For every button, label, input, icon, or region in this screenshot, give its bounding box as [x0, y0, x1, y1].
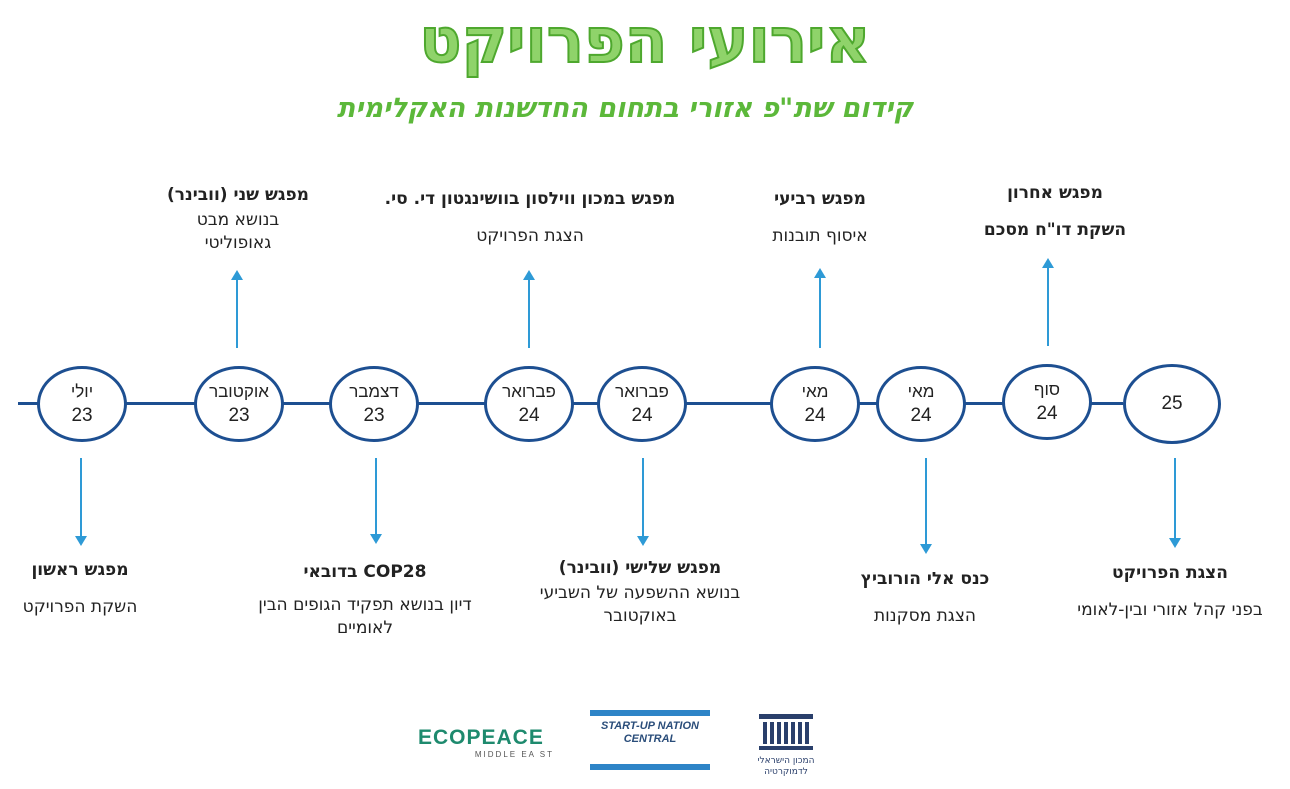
event-description: הצגת הפרויקט	[476, 226, 584, 246]
event-heading: מפגש במכון ווילסון בוושינגטון די. סי.	[384, 189, 676, 209]
node-year: 24	[804, 405, 826, 426]
timeline-node-oct-23: אוקטובר 23	[194, 366, 284, 442]
arrow-up-icon	[231, 270, 243, 348]
logo-band	[590, 710, 710, 716]
arrow-down-icon	[1169, 458, 1181, 548]
event-heading: מפגש אחרון	[1007, 183, 1103, 203]
event-heading: COP28 בדובאי	[303, 562, 427, 582]
event-description: השקת דו"ח מסכם	[983, 220, 1127, 240]
event-label-eli-horowitz-conference: כנס אלי הורוביץ הצגת מסקנות	[830, 568, 1020, 628]
timeline-node-25: 25	[1123, 364, 1221, 444]
logo-band	[590, 764, 710, 770]
node-year: 23	[228, 405, 250, 426]
building-icon	[759, 714, 813, 750]
page-subtitle: קידום שת"פ אזורי בתחום החדשנות האקלימית	[336, 93, 914, 124]
event-heading: מפגש שני (וובינר)	[167, 185, 309, 205]
event-description: בנושא מבט גאופוליטי	[196, 210, 280, 253]
timeline-node-may-24-a: מאי 24	[770, 366, 860, 442]
node-month: פברואר	[615, 382, 669, 401]
node-year: 23	[363, 405, 385, 426]
event-heading: מפגש שלישי (וובינר)	[558, 558, 722, 578]
node-month: מאי	[907, 382, 935, 401]
event-label-fourth-meeting: מפגש רביעי איסוף תובנות	[735, 188, 905, 248]
event-description: הצגת מסקנות	[873, 606, 977, 626]
event-label-third-meeting: מפגש שלישי (וובינר) בנושא ההשפעה של השבי…	[505, 557, 775, 628]
node-year: 25	[1161, 393, 1183, 414]
arrow-up-icon	[814, 268, 826, 348]
event-description: דיון בנושא תפקיד הגופים הבין לאומיים	[258, 595, 472, 638]
timeline-node-feb-24-b: פברואר 24	[597, 366, 687, 442]
node-month: דצמבר	[349, 382, 399, 401]
page-title: אירועי הפרויקט	[418, 4, 871, 77]
event-heading: מפגש ראשון	[31, 560, 129, 580]
arrow-down-icon	[75, 458, 87, 546]
ecopeace-logo-text: ECOPEACE	[418, 726, 544, 749]
snc-logo-text: START-UP NATION CENTRAL	[601, 720, 699, 745]
event-label-second-meeting: מפגש שני (וובינר) בנושא מבט גאופוליטי	[118, 184, 358, 255]
event-label-first-meeting: מפגש ראשון השקת הפרויקט	[0, 559, 160, 619]
event-heading: כנס אלי הורוביץ	[860, 569, 990, 589]
timeline-node-end-24: סוף 24	[1002, 364, 1092, 440]
arrow-down-icon	[920, 458, 932, 554]
timeline-node-feb-24-a: פברואר 24	[484, 366, 574, 442]
node-year: 24	[910, 405, 932, 426]
node-year: 24	[518, 405, 540, 426]
node-month: יולי	[70, 382, 94, 401]
israel-democracy-institute-logo: המכון הישראלי לדמוקרטיה	[752, 712, 820, 778]
arrow-down-icon	[370, 458, 382, 544]
event-label-cop28: COP28 בדובאי דיון בנושא תפקיד הגופים הבי…	[250, 561, 480, 640]
startup-nation-central-logo: START-UP NATION CENTRAL	[590, 710, 710, 770]
node-month: פברואר	[502, 382, 556, 401]
node-year: 24	[631, 405, 653, 426]
node-year: 24	[1036, 403, 1058, 424]
node-month: אוקטובר	[209, 382, 269, 401]
timeline-node-dec-23: דצמבר 23	[329, 366, 419, 442]
event-heading: הצגת הפרויקט	[1112, 563, 1228, 583]
timeline-node-jul-23: יולי 23	[37, 366, 127, 442]
event-description: השקת הפרויקט	[22, 597, 138, 617]
ecopeace-logo-subtext: MIDDLE EA ST	[474, 750, 554, 759]
event-description: בנושא ההשפעה של השביעי באוקטובר	[539, 583, 741, 626]
event-description: בפני קהל אזורי ובין-לאומי	[1077, 600, 1263, 620]
event-label-wilson-center: מפגש במכון ווילסון בוושינגטון די. סי. הצ…	[340, 188, 720, 248]
event-heading: מפגש רביעי	[774, 189, 866, 209]
node-month: סוף	[1033, 380, 1061, 399]
node-month: מאי	[801, 382, 829, 401]
arrow-up-icon	[1042, 258, 1054, 346]
timeline-node-may-24-b: מאי 24	[876, 366, 966, 442]
arrow-up-icon	[523, 270, 535, 348]
event-description: איסוף תובנות	[772, 226, 868, 246]
event-label-last-meeting: מפגש אחרון השקת דו"ח מסכם	[950, 182, 1160, 242]
arrow-down-icon	[637, 458, 649, 546]
event-label-project-presentation: הצגת הפרויקט בפני קהל אזורי ובין-לאומי	[1050, 562, 1290, 622]
idi-logo-text: המכון הישראלי לדמוקרטיה	[757, 756, 815, 777]
ecopeace-logo: ECOPEACE MIDDLE EA ST	[418, 726, 558, 766]
node-year: 23	[71, 405, 93, 426]
